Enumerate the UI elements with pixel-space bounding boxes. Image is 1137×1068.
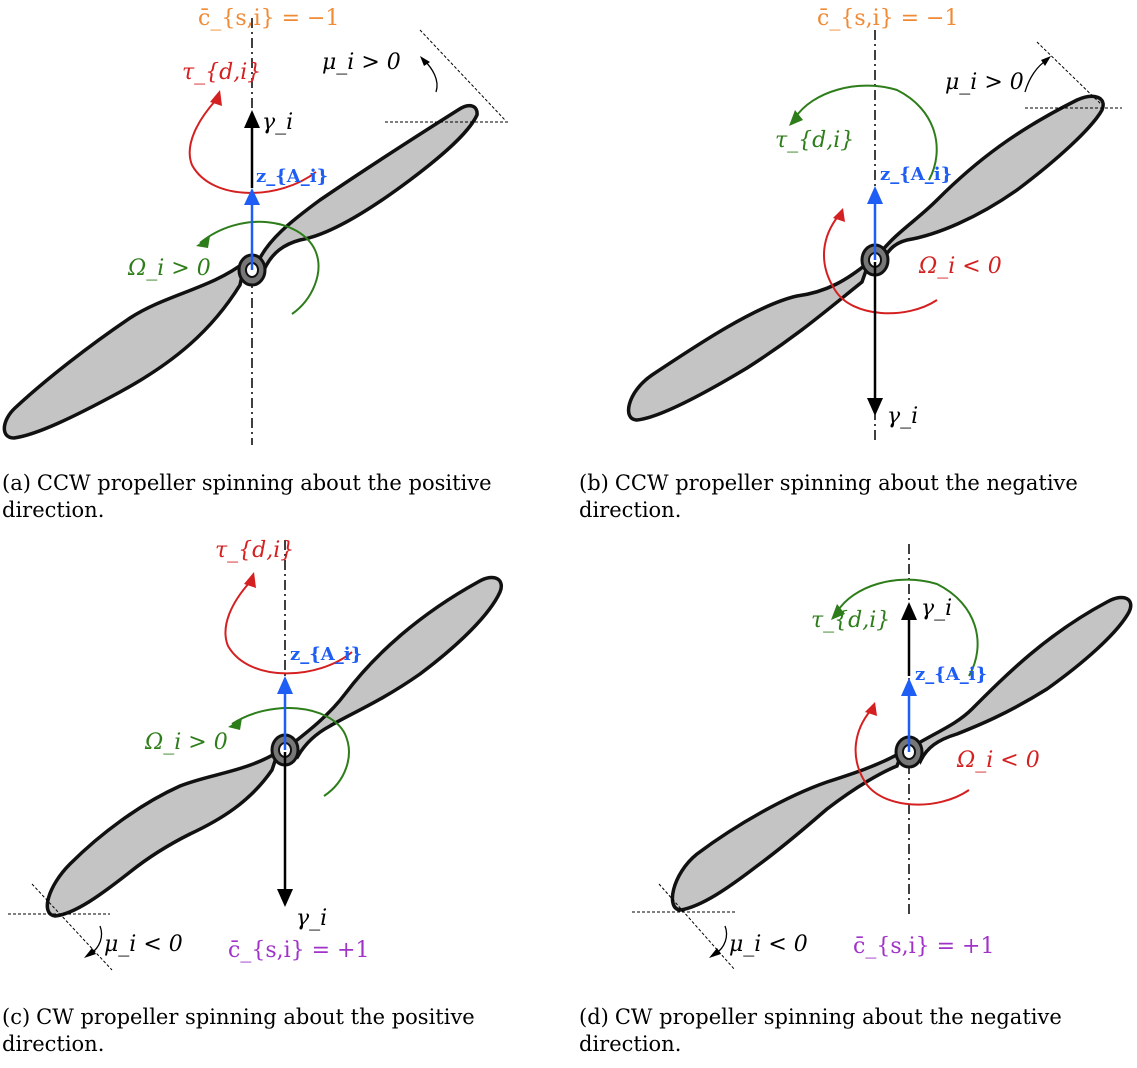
omega-arc: [823, 214, 938, 315]
tau-arrowhead: [210, 90, 222, 106]
mu-tilt-line: [31, 883, 113, 971]
mu-label: μ_i > 0: [945, 70, 1024, 95]
tau-arc: [188, 99, 317, 194]
omega-label: Ω_i < 0: [919, 254, 1002, 279]
sign-label: c̄_{s,i} = +1: [853, 934, 995, 959]
tau-label: τ_{d,i}: [811, 608, 891, 633]
sign-label: c̄_{s,i} = −1: [817, 6, 959, 31]
caption: (c)CW propeller spinning about the posit…: [2, 1005, 475, 1056]
sign-label: c̄_{s,i} = −1: [198, 6, 340, 31]
omega-label: Ω_i > 0: [128, 256, 211, 281]
propeller-blade: [2, 103, 479, 440]
z-label: z_{A_i}: [880, 164, 953, 185]
z-arrowhead: [277, 676, 293, 694]
mu-label: μ_i > 0: [322, 50, 401, 75]
panel-b: c̄_{s,i} = −1 τ_{d,i} γ_i z_{A_i} Ω_i < …: [577, 0, 1137, 534]
propeller-diagram-b: [626, 30, 1122, 440]
omega-arc: [854, 709, 970, 806]
gamma-arrowhead: [277, 889, 293, 907]
tau-arrowhead: [789, 110, 803, 126]
propeller-diagram-c: [8, 540, 503, 971]
mu-arrowhead: [84, 948, 96, 958]
panel-a: c̄_{s,i} = −1 τ_{d,i} γ_i z_{A_i} Ω_i > …: [0, 0, 560, 534]
omega-arrowhead: [228, 718, 242, 730]
sign-label: c̄_{s,i} = +1: [228, 938, 370, 963]
z-arrowhead: [901, 678, 917, 696]
mu-arrowhead: [1041, 56, 1051, 66]
mu-arrowhead: [709, 948, 721, 958]
z-label: z_{A_i}: [290, 644, 363, 665]
tau-arc: [794, 84, 938, 181]
tau-label: τ_{d,i}: [775, 128, 855, 153]
omega-arrowhead: [833, 208, 845, 222]
caption: (d)CW propeller spinning about the negat…: [579, 1005, 1062, 1056]
caption: (b)CCW propeller spinning about the nega…: [579, 471, 1078, 522]
tau-label: τ_{d,i}: [215, 538, 295, 563]
propeller-diagram-d: [632, 544, 1133, 971]
omega-label: Ω_i < 0: [957, 748, 1040, 773]
tau-arc: [836, 578, 979, 677]
gamma-arrowhead: [867, 398, 883, 416]
propeller-blade: [670, 595, 1133, 912]
omega-label: Ω_i > 0: [145, 730, 228, 755]
gamma-arrowhead: [901, 602, 917, 620]
z-label: z_{A_i}: [256, 166, 329, 187]
tau-label: τ_{d,i}: [182, 60, 262, 85]
z-label: z_{A_i}: [915, 664, 988, 685]
propeller-blade: [626, 94, 1105, 422]
mu-label: μ_i < 0: [729, 932, 808, 957]
z-arrowhead: [867, 186, 883, 204]
omega-arrowhead: [865, 702, 877, 716]
tau-arrowhead: [244, 572, 256, 588]
mu-arc: [1024, 59, 1048, 93]
panel-c: τ_{d,i} z_{A_i} Ω_i > 0 γ_i μ_i < 0 c̄_{…: [0, 534, 560, 1068]
tau-arc: [224, 581, 353, 675]
mu-arc: [423, 59, 438, 93]
omega-arrowhead: [196, 236, 210, 248]
caption: (a)CCW propeller spinning about the posi…: [2, 471, 492, 522]
mu-tilt-line: [1036, 41, 1106, 109]
propeller-diagram-a: [2, 18, 510, 445]
mu-label: μ_i < 0: [104, 932, 183, 957]
mu-tilt-line: [419, 29, 506, 121]
gamma-label: γ_i: [296, 906, 328, 931]
omega-arc: [231, 707, 350, 797]
propeller-blade: [45, 575, 503, 918]
gamma-label: γ_i: [921, 596, 953, 621]
tau-arrowhead: [831, 604, 845, 620]
panel-d: τ_{d,i} γ_i z_{A_i} Ω_i < 0 μ_i < 0 c̄_{…: [577, 534, 1137, 1068]
z-arrowhead: [244, 188, 260, 205]
gamma-arrowhead: [244, 110, 260, 128]
gamma-label: γ_i: [262, 110, 294, 135]
mu-tilt-line: [658, 883, 736, 971]
omega-arc: [199, 220, 320, 315]
mu-arrowhead: [420, 56, 430, 66]
gamma-label: γ_i: [887, 404, 919, 429]
